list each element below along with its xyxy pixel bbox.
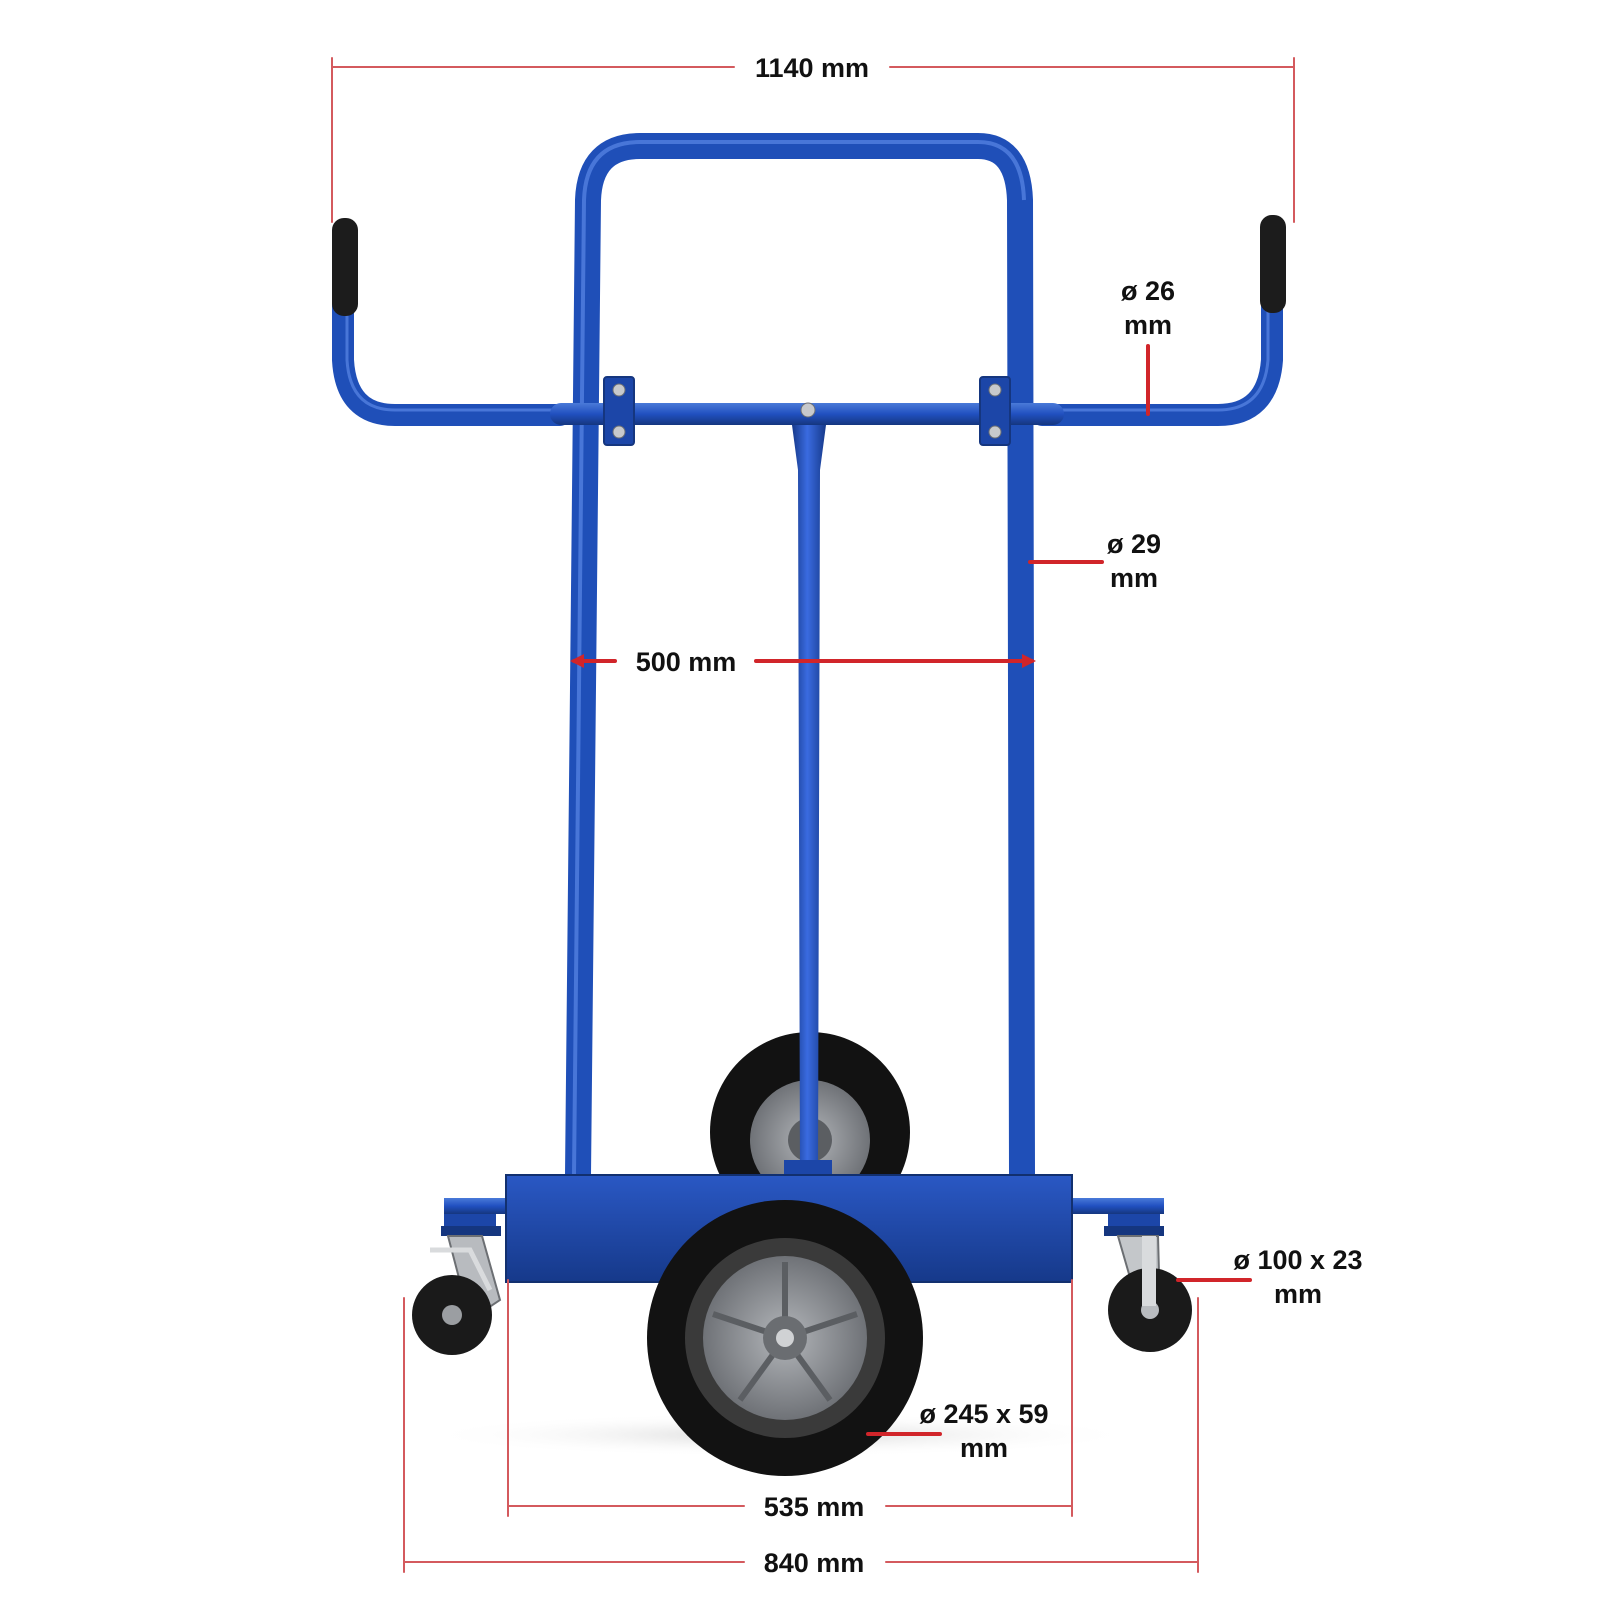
- left-caster-wheel: [412, 1235, 502, 1355]
- left-handle-bar: [332, 289, 571, 426]
- outer-frame-tube: [565, 133, 1035, 1176]
- right-grip: [1260, 215, 1286, 313]
- right-clamp-bracket: [979, 376, 1011, 446]
- main-wheel: [647, 1200, 923, 1476]
- caster-wheel-size-unit: mm: [1274, 1279, 1322, 1309]
- frame-inner-width-label: 500 mm: [636, 647, 737, 677]
- handle-tube-diameter-unit: mm: [1124, 310, 1172, 340]
- center-bolt: [800, 402, 816, 418]
- center-support-tube: [792, 425, 826, 1175]
- main-wheel-size-label: ø 245 x 59: [919, 1399, 1048, 1429]
- frame: [332, 133, 1283, 1178]
- frame-tube-diameter-label: ø 29: [1107, 529, 1161, 559]
- frame-tube-diameter-unit: mm: [1110, 563, 1158, 593]
- main-wheel-size-unit: mm: [960, 1433, 1008, 1463]
- caster-wheel-size-label: ø 100 x 23: [1233, 1245, 1362, 1275]
- main-wheel-track-label: 535 mm: [764, 1492, 865, 1522]
- right-caster-wheel: [1108, 1235, 1192, 1352]
- dimension-lines: [331, 57, 1295, 1573]
- right-handle-bar: [1031, 289, 1283, 426]
- overall-width-label: 1140 mm: [755, 53, 869, 83]
- left-grip: [332, 218, 358, 316]
- handle-tube-diameter-label: ø 26: [1121, 276, 1175, 306]
- left-clamp-bracket: [603, 376, 635, 446]
- base-width-label: 840 mm: [764, 1548, 865, 1578]
